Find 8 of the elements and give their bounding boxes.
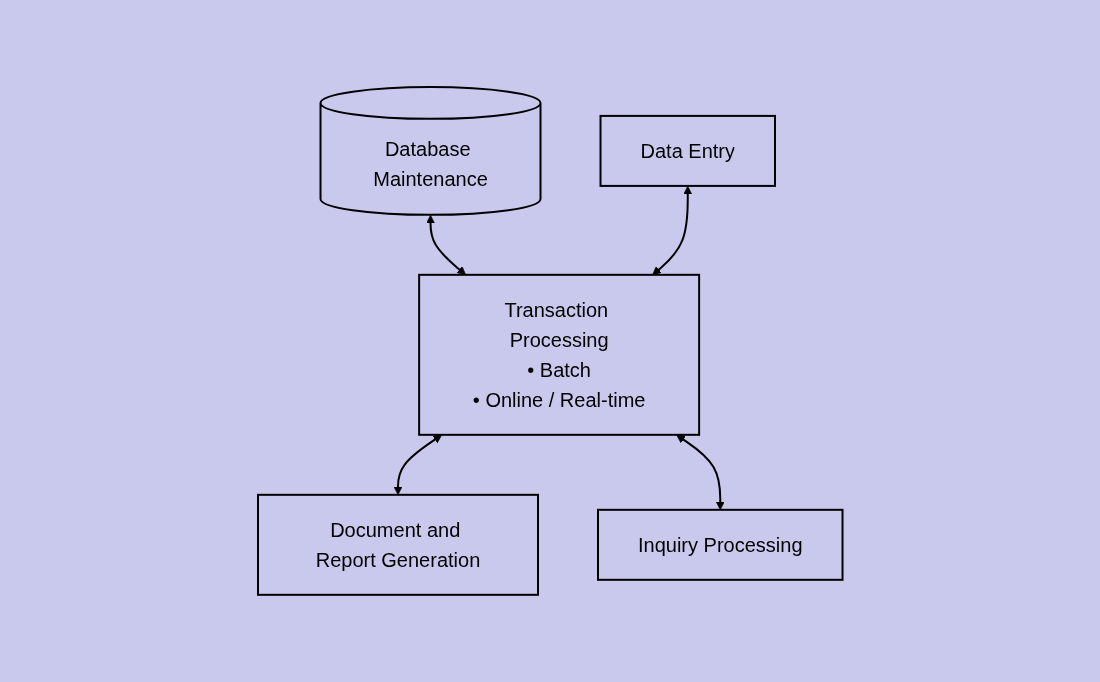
arrow <box>393 434 442 496</box>
node-box: Inquiry Processing <box>596 508 844 581</box>
node-box: Document and Report Generation <box>256 493 539 596</box>
node-box: Transaction Processing • Batch • Online / Real-time <box>417 273 700 436</box>
arrow <box>425 214 466 276</box>
arrow <box>676 434 725 511</box>
arrow <box>652 186 692 276</box>
node-box: Data Entry <box>599 115 776 187</box>
